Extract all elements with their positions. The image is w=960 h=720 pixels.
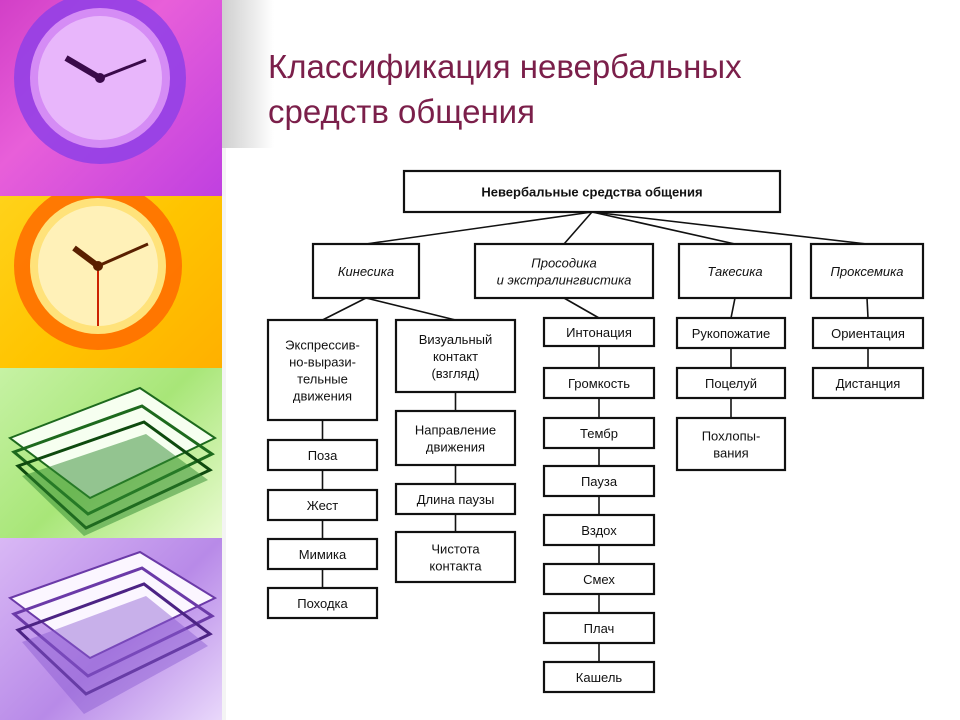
item-box-text: контакта — [429, 559, 482, 574]
item-box-text: вания — [713, 446, 748, 461]
item-box-text: Жест — [307, 498, 339, 513]
clock-photo-purple — [0, 0, 222, 196]
item-box — [542, 660, 656, 694]
item-box-text: Ориентация — [831, 326, 905, 341]
category-2 — [473, 242, 655, 300]
category-4-text: Проксемика — [831, 264, 904, 279]
item-box-text: Походка — [297, 596, 348, 611]
item-box — [811, 316, 925, 350]
item-box — [266, 318, 379, 422]
item-box — [266, 438, 379, 472]
category-1-connector-2 — [365, 297, 456, 321]
decorative-band — [222, 0, 274, 148]
category-1 — [311, 242, 421, 300]
item-box — [542, 366, 656, 400]
slide-title-line-1: Классификация невербальных — [268, 48, 742, 85]
item-box-text: Вздох — [581, 523, 617, 538]
item-box — [542, 416, 656, 450]
slide-title: Классификация невербальных средств общен… — [268, 44, 928, 134]
item-box-text: Пауза — [581, 474, 618, 489]
decorative-divider — [222, 148, 226, 720]
item-box-text: тельные — [297, 372, 348, 387]
category-1-connector-1 — [322, 297, 367, 321]
item-box-text: Поза — [308, 448, 338, 463]
diagram-root-text: Невербальные средства общения — [481, 185, 702, 200]
item-box-text: Поцелуй — [705, 376, 757, 391]
item-box-text: Рукопожатие — [692, 326, 770, 341]
root-connector-2 — [563, 211, 593, 245]
root-connector-4 — [591, 211, 868, 245]
category-2-connector-1 — [563, 297, 600, 319]
item-box-text: Экспрессив- — [285, 338, 360, 353]
item-box-text: Длина паузы — [417, 492, 495, 507]
item-box — [394, 482, 517, 516]
category-3-connector-1 — [730, 297, 736, 319]
item-box-text: движения — [426, 440, 485, 455]
category-1-text: Кинесика — [338, 264, 394, 279]
category-4-connector-1 — [866, 297, 869, 319]
item-box — [266, 586, 379, 620]
item-box — [542, 316, 656, 348]
item-box-text: но-вырази- — [289, 355, 356, 370]
item-box — [394, 409, 517, 467]
item-box-text: контакт — [433, 349, 478, 364]
item-box-text: Кашель — [576, 670, 623, 685]
item-box-text: Интонация — [566, 325, 632, 340]
root-connector-3 — [591, 211, 736, 245]
item-box-text: Похлопы- — [702, 429, 761, 444]
category-2-text: и экстралингвистика — [497, 273, 632, 288]
item-box — [675, 416, 787, 472]
papers-photo-lavender — [0, 538, 222, 720]
item-box-text: Громкость — [568, 376, 630, 391]
item-box-text: (взгляд) — [431, 366, 479, 381]
item-box-text: Направление — [415, 423, 496, 438]
category-2-text: Просодика — [531, 256, 596, 271]
root-connector-1 — [365, 211, 593, 245]
slide-title-line-2: средств общения — [268, 93, 535, 130]
item-box-text: Плач — [584, 621, 615, 636]
diagram-root — [402, 169, 782, 214]
item-box-text: Смех — [583, 572, 615, 587]
category-3-text: Такесика — [707, 264, 762, 279]
clock-photo-yellow — [0, 196, 222, 368]
item-box — [394, 530, 517, 584]
papers-photo-green — [0, 368, 222, 538]
item-box-text: Дистанция — [836, 376, 901, 391]
item-box-text: Визуальный — [419, 332, 492, 347]
item-box-text: Мимика — [299, 547, 347, 562]
item-box-text: движения — [293, 389, 352, 404]
item-box-text: Чистота — [431, 542, 480, 557]
item-box — [266, 537, 379, 571]
item-box-text: Тембр — [580, 426, 618, 441]
